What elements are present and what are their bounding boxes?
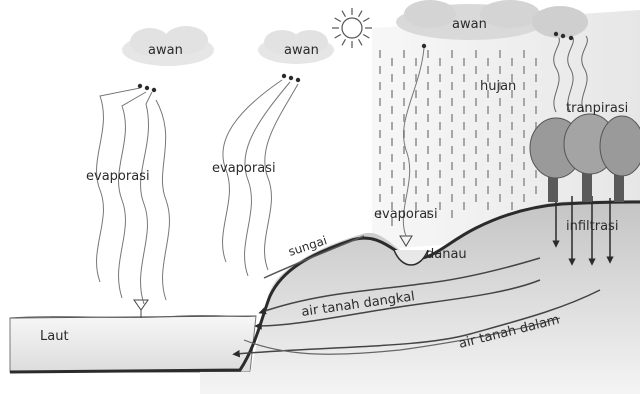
label-awan-left: awan: [148, 43, 183, 58]
label-tranpirasi: tranpirasi: [566, 101, 628, 116]
label-evaporasi-left: evaporasi: [86, 169, 150, 184]
label-hujan: hujan: [480, 79, 516, 94]
evaporation-arrow-dots-left: [138, 84, 156, 92]
sun-ray: [359, 11, 363, 17]
sun-ray: [342, 11, 346, 17]
cloud-right: [396, 0, 588, 40]
label-evaporasi-lake: evaporasi: [374, 207, 438, 222]
sun-ray: [335, 35, 341, 39]
sea-marker: [134, 300, 148, 310]
evaporation-arrow-dots-middle: [282, 74, 300, 82]
sun-ray: [342, 39, 346, 45]
sun-ray: [363, 35, 369, 39]
evaporation-lines-left: [97, 88, 170, 304]
sun-ray: [359, 39, 363, 45]
sun-icon: [332, 8, 372, 48]
sun-ray: [335, 18, 341, 22]
label-evaporasi-middle: evaporasi: [212, 161, 276, 176]
label-laut: Laut: [40, 329, 69, 344]
sun-ray: [363, 18, 369, 22]
label-awan-right: awan: [452, 17, 487, 32]
label-danau: danau: [426, 247, 467, 262]
label-infiltrasi: infiltrasi: [566, 219, 618, 234]
label-awan-middle: awan: [284, 43, 319, 58]
